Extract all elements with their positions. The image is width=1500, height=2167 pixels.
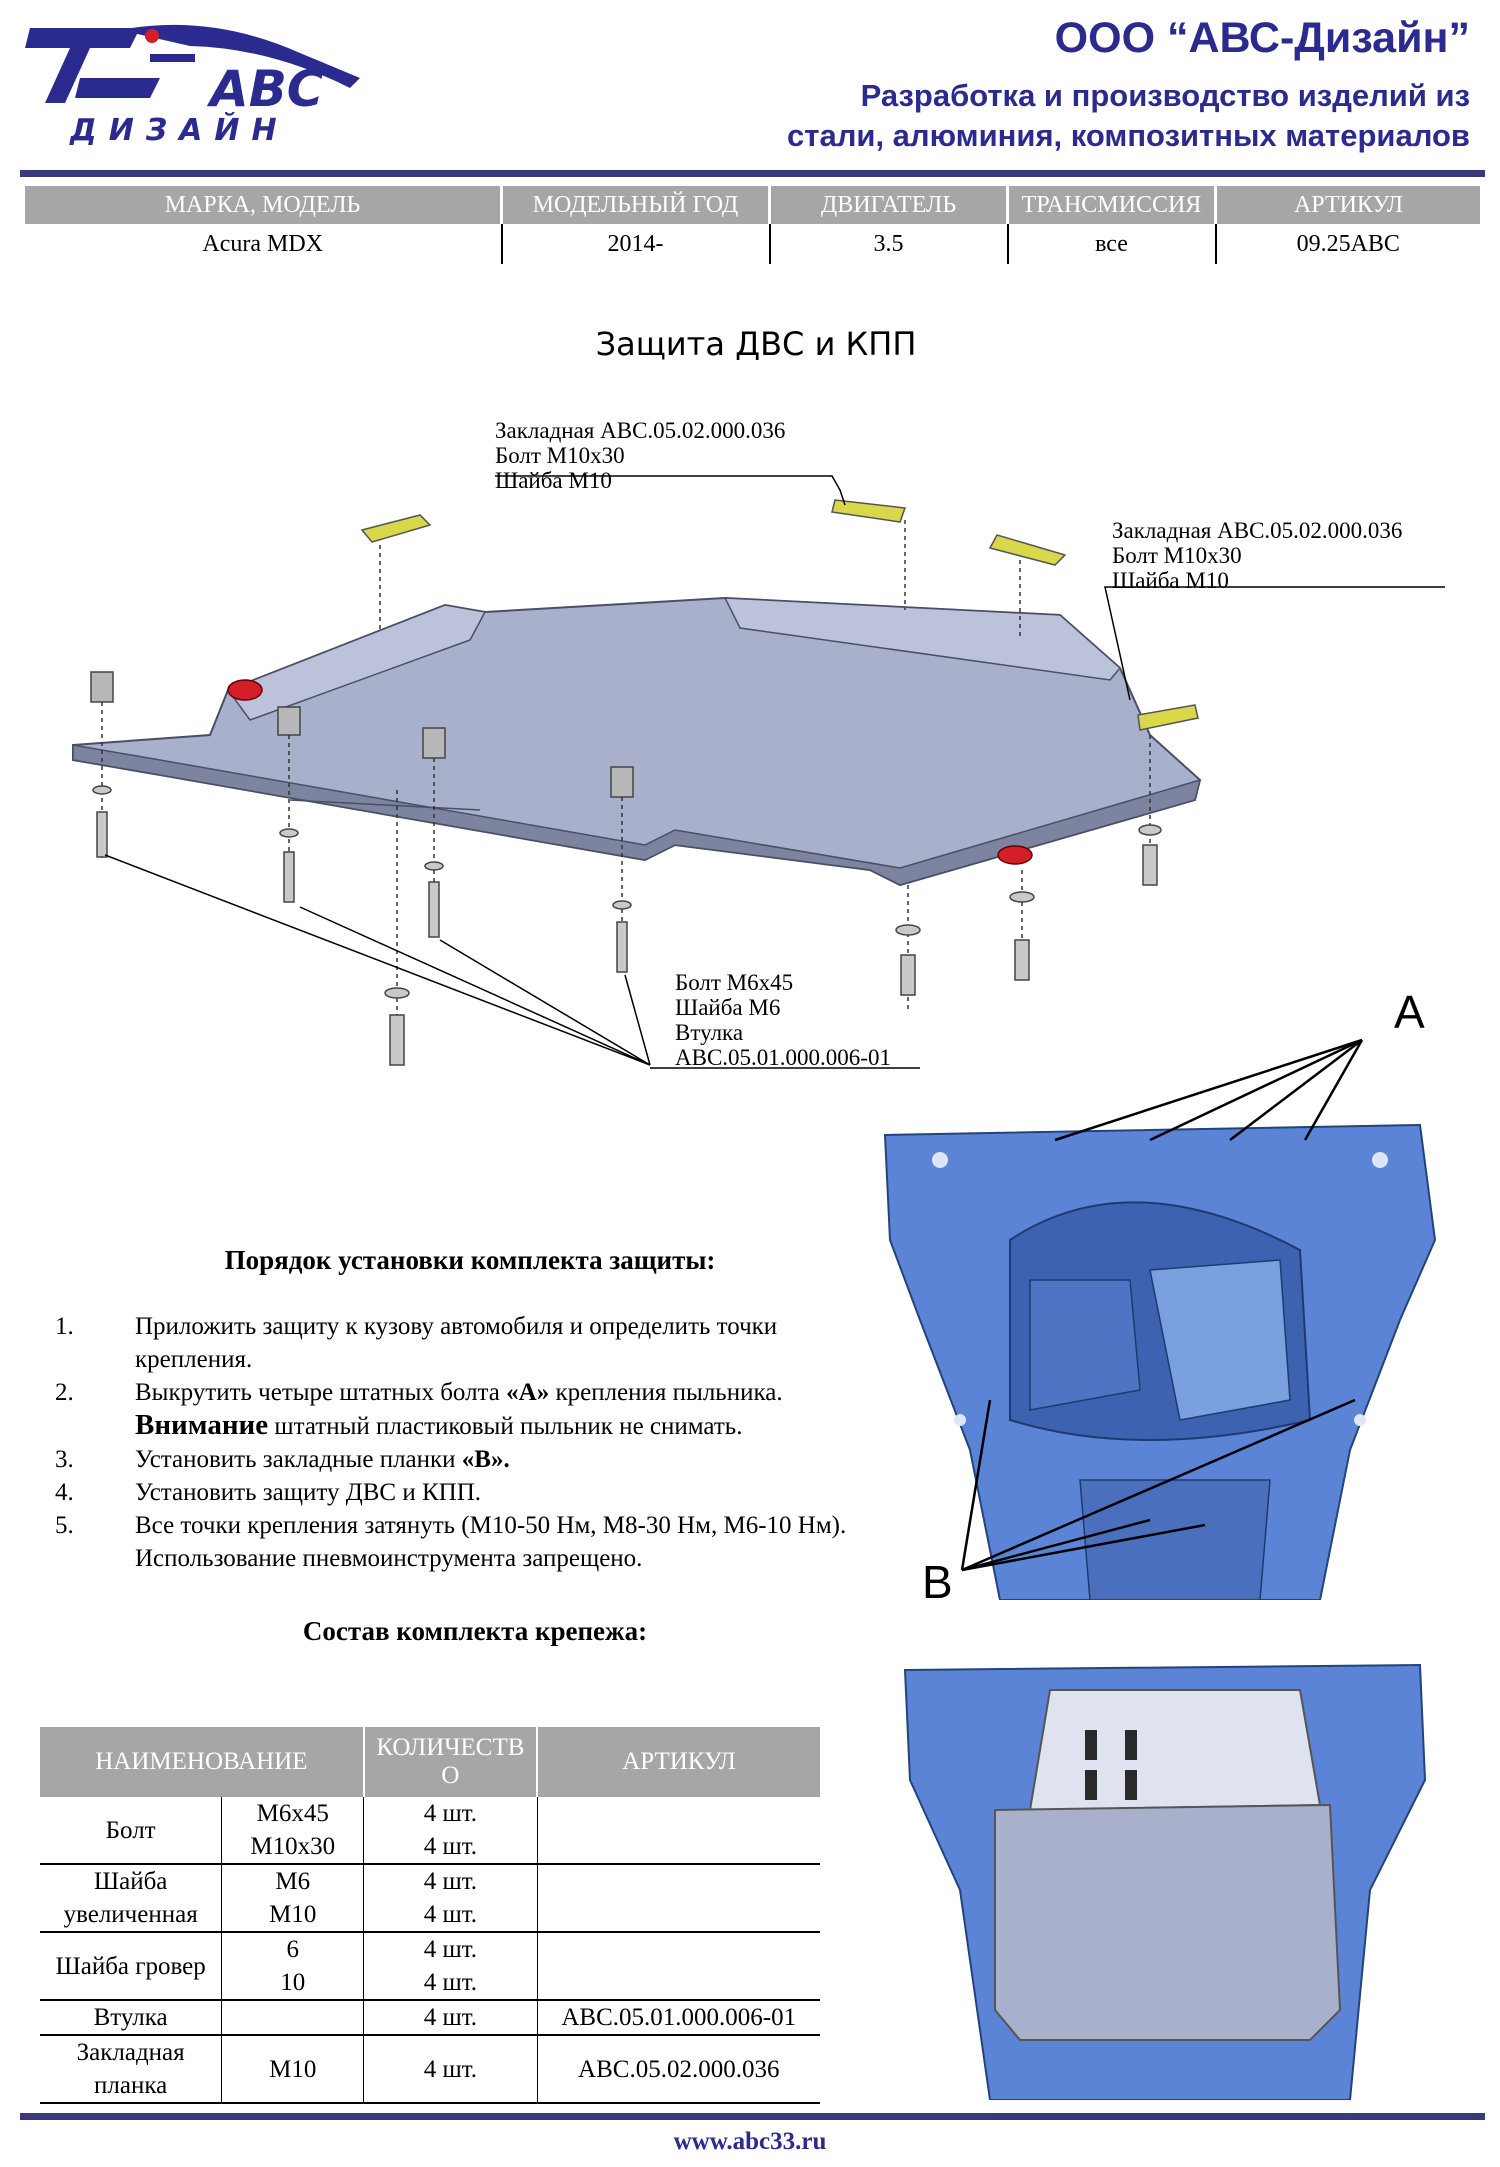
- kit-cell-name: Шайба гровер: [40, 1932, 223, 2001]
- step-1-number: 1.: [55, 1313, 74, 1340]
- kit-row: Шайба увеличенная М6 М10 4 шт. 4 шт.: [40, 1864, 820, 1933]
- step-4-text: Установить защиту ДВС и КПП.: [135, 1479, 482, 1506]
- cell-transmission: все: [1007, 224, 1217, 264]
- kit-cell-size: М10: [221, 2035, 365, 2104]
- step-2-text-after: крепления пыльника.: [549, 1379, 783, 1406]
- cell-engine: 3.5: [769, 224, 1009, 264]
- kit-table: НАИМЕНОВАНИЕ КОЛИЧЕСТВ О АРТИКУЛ Болт М6…: [40, 1727, 820, 2104]
- kit-row: Закладная планка М10 4 шт. АВС.05.02.000…: [40, 2035, 820, 2104]
- step-2-warning-text: штатный пластиковый пыльник не снимать.: [268, 1413, 743, 1440]
- step-1-text: Приложить защиту к кузову автомобиля и о…: [135, 1313, 778, 1373]
- header-cell-model: МАРКА, МОДЕЛЬ: [25, 186, 503, 224]
- header-cell-article: АРТИКУЛ: [1215, 186, 1480, 224]
- kit-cell-name: Шайба увеличенная: [40, 1864, 223, 1933]
- kit-cell-article: [537, 1864, 820, 1933]
- tagline-line-1: Разработка и производство изделий из: [860, 78, 1470, 113]
- kit-cell-qty: 4 шт.: [363, 2035, 538, 2104]
- callout-top-right-line-3: Шайба М10: [1112, 568, 1229, 593]
- kit-cell-size: М6 М10: [221, 1864, 365, 1933]
- cell-article: 09.25АВС: [1296, 230, 1400, 257]
- kit-cell-name: Болт: [40, 1797, 223, 1865]
- kit-row: Болт М6х45 М10х30 4 шт. 4 шт.: [40, 1797, 820, 1865]
- step-5: 5. Все точки крепления затянуть (М10-50 …: [55, 1509, 875, 1575]
- kit-cell-size: М6х45 М10х30: [221, 1797, 365, 1865]
- header-cell-engine: ДВИГАТЕЛЬ: [769, 186, 1009, 224]
- kit-cell-qty: 4 шт. 4 шт.: [363, 1797, 538, 1865]
- vehicle-info-row: Acura MDX 2014- 3.5 все 09.25АВС: [25, 224, 1480, 264]
- company-logo: АВС ДИЗАЙН: [20, 18, 380, 148]
- kit-cell-article: [537, 1797, 820, 1865]
- callout-top-left: Закладная АВС.05.02.000.036 Болт М10х30 …: [495, 418, 785, 493]
- label-b: B: [922, 1556, 953, 1608]
- vehicle-info-table: МАРКА, МОДЕЛЬ МОДЕЛЬНЫЙ ГОД ДВИГАТЕЛЬ ТР…: [25, 186, 1480, 264]
- instructions-list: 1. Приложить защиту к кузову автомобиля …: [55, 1310, 875, 1575]
- callout-bottom: Болт М6х45 Шайба М6 Втулка АВС.05.01.000…: [675, 970, 891, 1070]
- step-2-text-before: Выкрутить четыре штатных болта: [135, 1379, 507, 1406]
- header-cell-transmission: ТРАНСМИССИЯ: [1007, 186, 1217, 224]
- callout-top-right-line-2: Болт М10х30: [1112, 543, 1242, 568]
- step-2-number: 2.: [55, 1379, 74, 1406]
- kit-cell-size: [221, 2000, 365, 2036]
- kit-cell-qty: 4 шт.: [363, 2000, 538, 2036]
- step-2-bold: «А»: [506, 1379, 550, 1406]
- kit-cell-name: Закладная планка: [40, 2035, 223, 2104]
- kit-header-qty: КОЛИЧЕСТВ О: [363, 1727, 539, 1797]
- tagline-line-2: стали, алюминия, композитных материалов: [787, 118, 1470, 153]
- step-3-text-before: Установить закладные планки: [135, 1446, 462, 1473]
- step-2-warning: Внимание: [135, 1409, 269, 1441]
- underbody-photo-installed: [900, 1640, 1430, 2101]
- header-divider: [20, 170, 1485, 177]
- label-a: A: [1394, 986, 1425, 1038]
- step-2-text: Выкрутить четыре штатных болта «А» крепл…: [135, 1376, 875, 1443]
- assembly-diagram: [60, 400, 1460, 1100]
- step-3-bold: «В».: [461, 1446, 510, 1473]
- callout-top-right: Закладная АВС.05.02.000.036 Болт М10х30 …: [1112, 518, 1402, 593]
- kit-header-name: НАИМЕНОВАНИЕ: [40, 1727, 365, 1797]
- kit-cell-qty: 4 шт. 4 шт.: [363, 1932, 538, 2001]
- step-3-number: 3.: [55, 1446, 74, 1473]
- kit-cell-name: Втулка: [40, 2000, 223, 2036]
- kit-header-article: АРТИКУЛ: [537, 1727, 820, 1797]
- section-title: Защита ДВС и КПП: [595, 325, 917, 363]
- step-5-text: Все точки крепления затянуть (М10-50 Нм,…: [135, 1512, 847, 1572]
- kit-cell-article: [537, 1932, 820, 2001]
- callout-top-left-line-2: Болт М10х30: [495, 443, 625, 468]
- callout-top-right-line-1: Закладная АВС.05.02.000.036: [1112, 518, 1403, 543]
- footer-divider: [20, 2113, 1485, 2120]
- cell-model: Acura MDX: [25, 224, 503, 264]
- vehicle-info-header-row: МАРКА, МОДЕЛЬ МОДЕЛЬНЫЙ ГОД ДВИГАТЕЛЬ ТР…: [25, 186, 1480, 224]
- step-2: 2. Выкрутить четыре штатных болта «А» кр…: [55, 1376, 875, 1443]
- step-3-text: Установить закладные планки «В».: [135, 1443, 875, 1476]
- cell-year: 2014-: [501, 224, 771, 264]
- callout-bottom-line-2: Шайба М6: [675, 995, 781, 1020]
- header-cell-year: МОДЕЛЬНЫЙ ГОД: [501, 186, 771, 224]
- kit-cell-article: АВС.05.01.000.006-01: [537, 2000, 820, 2036]
- callout-bottom-line-4: АВС.05.01.000.006-01: [675, 1045, 891, 1070]
- kit-cell-qty: 4 шт. 4 шт.: [363, 1864, 538, 1933]
- instructions-title: Порядок установки комплекта защиты:: [224, 1245, 716, 1275]
- callout-top-left-line-1: Закладная АВС.05.02.000.036: [495, 418, 786, 443]
- step-4-number: 4.: [55, 1479, 74, 1506]
- kit-title: Состав комплекта крепежа:: [302, 1616, 648, 1646]
- step-4: 4. Установить защиту ДВС и КПП.: [55, 1476, 875, 1509]
- kit-cell-size: 6 10: [221, 1932, 365, 2001]
- step-5-number: 5.: [55, 1512, 74, 1539]
- kit-row: Шайба гровер 6 10 4 шт. 4 шт.: [40, 1932, 820, 2001]
- photo-annotation-arrows: [960, 1038, 1364, 1572]
- company-name: ООО “АВС-Дизайн”: [1054, 14, 1470, 62]
- logo-subtitle: ДИЗАЙН: [69, 112, 289, 148]
- website-link[interactable]: www.abc33.ru: [673, 2128, 827, 2155]
- logo-wordmark: АВС: [206, 60, 324, 118]
- kit-row: Втулка 4 шт. АВС.05.01.000.006-01: [40, 2000, 820, 2036]
- step-3: 3. Установить закладные планки «В».: [55, 1443, 875, 1476]
- kit-cell-article: АВС.05.02.000.036: [537, 2035, 820, 2104]
- callout-bottom-line-3: Втулка: [675, 1020, 744, 1045]
- underbody-photo-before: [880, 1120, 1440, 1601]
- callout-bottom-line-1: Болт М6х45: [675, 970, 794, 995]
- callout-top-left-line-3: Шайба М10: [495, 468, 612, 493]
- step-1: 1. Приложить защиту к кузову автомобиля …: [55, 1310, 875, 1376]
- kit-header-row: НАИМЕНОВАНИЕ КОЛИЧЕСТВ О АРТИКУЛ: [40, 1727, 820, 1797]
